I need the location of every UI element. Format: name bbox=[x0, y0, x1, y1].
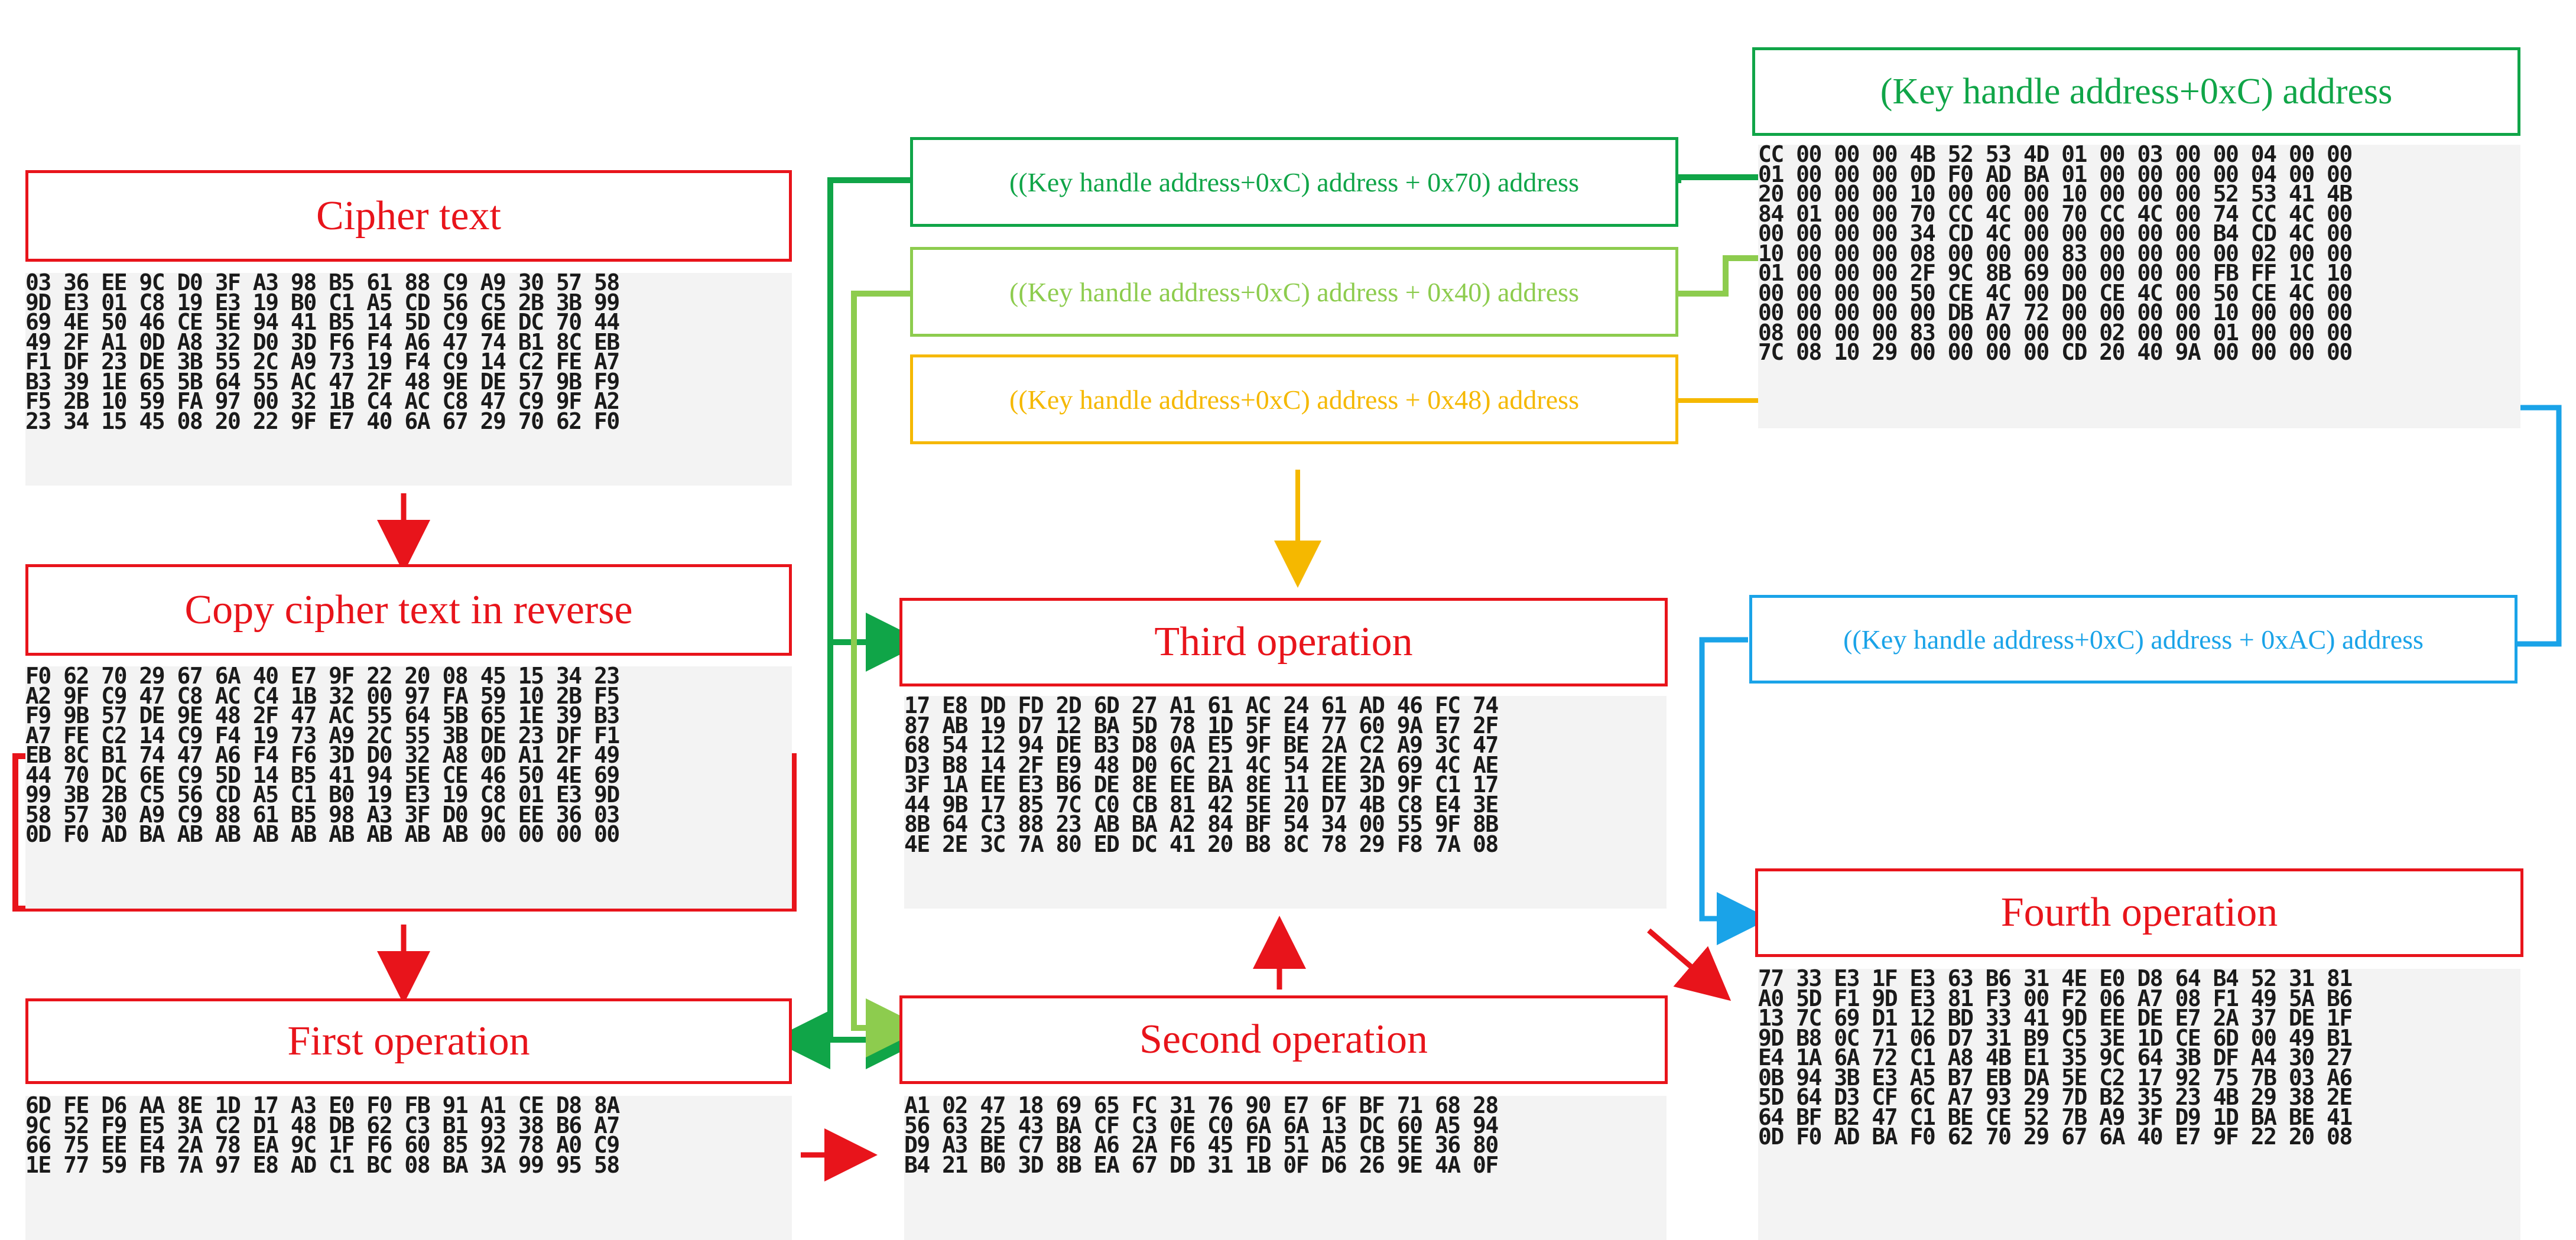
key-handle-ac-label: ((Key handle address+0xC) address + 0xAC… bbox=[1749, 595, 2517, 684]
hex-row: 3F 1A EE E3 B6 DE 8E EE BA 8E 11 EE 3D 9… bbox=[904, 772, 1499, 798]
hex-row: 8B 64 C3 88 23 AB BA A2 84 BF 54 34 00 5… bbox=[904, 811, 1499, 837]
hex-row: 58 57 30 A9 C9 88 61 B5 98 A3 3F D0 9C E… bbox=[25, 801, 620, 828]
hex-row: 44 9B 17 85 7C C0 CB 81 42 5E 20 D7 4B C… bbox=[904, 791, 1499, 818]
arrow-third-to-fourth bbox=[1647, 928, 1732, 1001]
hex-row: 5D 64 D3 CF 6C A7 93 29 7D B2 35 23 4B 2… bbox=[1758, 1084, 2353, 1110]
hex-row: F0 62 70 29 67 6A 40 E7 9F 22 20 08 45 1… bbox=[25, 666, 620, 689]
hex-row: 9D E3 01 C8 19 E3 19 B0 C1 A5 CD 56 C5 2… bbox=[25, 289, 620, 315]
hex-row: A2 9F C9 47 C8 AC C4 1B 32 00 97 FA 59 1… bbox=[25, 682, 620, 709]
hex-row: D3 B8 14 2F E9 48 D0 6C 21 4C 54 2E 2A 6… bbox=[904, 751, 1499, 778]
hex-row: 44 70 DC 6E C9 5D 14 B5 41 94 5E CE 46 5… bbox=[25, 761, 620, 788]
hex-row: 99 3B 2B C5 56 CD A5 C1 B0 19 E3 19 C8 0… bbox=[25, 782, 620, 808]
second-operation-dump: A1 02 47 18 69 65 FC 31 76 90 E7 6F BF 7… bbox=[904, 1096, 1667, 1240]
hex-row: 9D B8 0C 71 06 D7 31 B9 C5 3E 1D CE 6D 0… bbox=[1758, 1024, 2353, 1051]
hex-row: 0B 94 3B E3 A5 B7 EB DA 5E C2 17 92 75 7… bbox=[1758, 1064, 2353, 1091]
hex-row: 4E 2E 3C 7A 80 ED DC 41 20 B8 8C 78 29 F… bbox=[904, 831, 1499, 857]
hex-row: D9 A3 BE C7 B8 A6 2A F6 45 FD 51 A5 CB 5… bbox=[904, 1132, 1499, 1158]
hex-row: 20 00 00 00 10 00 00 00 10 00 00 00 52 5… bbox=[1758, 181, 2353, 207]
first-operation-dump: 6D FE D6 AA 8E 1D 17 A3 E0 F0 FB 91 A1 C… bbox=[25, 1096, 792, 1240]
hex-row: F9 9B 57 DE 9E 48 2F 47 AC 55 64 5B 65 1… bbox=[25, 702, 620, 728]
key-handle-70-label: ((Key handle address+0xC) address + 0x70… bbox=[910, 137, 1678, 227]
hex-row: 66 75 EE E4 2A 78 EA 9C 1F F6 60 85 92 7… bbox=[25, 1132, 620, 1158]
hex-row: F1 DF 23 DE 3B 55 2C A9 73 19 F4 C9 14 C… bbox=[25, 349, 620, 375]
hex-row: 49 2F A1 0D A8 32 D0 3D F6 F4 A6 47 74 B… bbox=[25, 328, 620, 355]
hex-row: A0 5D F1 9D E3 81 F3 00 F2 06 A7 08 F1 4… bbox=[1758, 985, 2353, 1011]
key-handle-40-label: ((Key handle address+0xC) address + 0x40… bbox=[910, 247, 1678, 337]
hex-row: 77 33 E3 1F E3 63 B6 31 4E E0 D8 64 B4 5… bbox=[1758, 969, 2353, 991]
hex-row: F5 2B 10 59 FA 97 00 32 1B C4 AC C8 47 C… bbox=[25, 388, 620, 414]
hex-row: E4 1A 6A 72 C1 A8 4B E1 35 9C 64 3B DF A… bbox=[1758, 1044, 2353, 1070]
key-handle-48-label: ((Key handle address+0xC) address + 0x48… bbox=[910, 354, 1678, 444]
hex-row: A7 FE C2 14 C9 F4 19 73 A9 2C 55 3B DE 2… bbox=[25, 722, 620, 748]
cipher-text-dump: 03 36 EE 9C D0 3F A3 98 B5 61 88 C9 A9 3… bbox=[25, 273, 792, 486]
hex-row: 0D F0 AD BA F0 62 70 29 67 6A 40 E7 9F 2… bbox=[1758, 1124, 2353, 1150]
hex-row: 7C 08 10 29 00 00 00 00 CD 20 40 9A 00 0… bbox=[1758, 339, 2353, 365]
hex-row: B4 21 B0 3D 8B EA 67 DD 31 1B 0F D6 26 9… bbox=[904, 1151, 1499, 1178]
first-operation-label: First operation bbox=[25, 998, 792, 1084]
hex-row: 68 54 12 94 DE B3 D8 0A E5 9F BE 2A C2 A… bbox=[904, 732, 1499, 758]
hex-row: 01 00 00 00 2F 9C 8B 69 00 00 00 00 FB F… bbox=[1758, 260, 2353, 286]
hex-row: 03 36 EE 9C D0 3F A3 98 B5 61 88 C9 A9 3… bbox=[25, 273, 620, 295]
key-handle-dump: CC 00 00 00 4B 52 53 4D 01 00 03 00 00 0… bbox=[1758, 145, 2520, 428]
fourth-operation-label: Fourth operation bbox=[1755, 868, 2523, 957]
hex-row: 00 00 00 00 50 CE 4C 00 D0 CE 4C 00 50 C… bbox=[1758, 279, 2353, 306]
hex-row: 08 00 00 00 83 00 00 00 00 02 00 00 01 0… bbox=[1758, 319, 2353, 346]
hex-row: 1E 77 59 FB 7A 97 E8 AD C1 BC 08 BA 3A 9… bbox=[25, 1151, 620, 1178]
hex-row: A1 02 47 18 69 65 FC 31 76 90 E7 6F BF 7… bbox=[904, 1096, 1499, 1118]
hex-row: CC 00 00 00 4B 52 53 4D 01 00 03 00 00 0… bbox=[1758, 145, 2353, 167]
hex-row: 00 00 00 00 00 DB A7 72 00 00 00 00 10 0… bbox=[1758, 300, 2353, 326]
hex-row: 9C 52 F9 E5 3A C2 D1 48 DB 62 C3 B1 93 3… bbox=[25, 1112, 620, 1138]
fourth-operation-dump: 77 33 E3 1F E3 63 B6 31 4E E0 D8 64 B4 5… bbox=[1758, 969, 2520, 1240]
copy-reverse-label: Copy cipher text in reverse bbox=[25, 564, 792, 656]
connector-key40 bbox=[1678, 255, 1767, 297]
hex-row: 23 34 15 45 08 20 22 9F E7 40 6A 67 29 7… bbox=[25, 408, 620, 434]
hex-row: 13 7C 69 D1 12 BD 33 41 9D EE DE E7 2A 3… bbox=[1758, 1005, 2353, 1031]
hex-row: 69 4E 50 46 CE 5E 94 41 B5 14 5D C9 6E D… bbox=[25, 309, 620, 335]
hex-row: B3 39 1E 65 5B 64 55 AC 47 2F 48 9E DE 5… bbox=[25, 368, 620, 395]
hex-row: 0D F0 AD BA AB AB AB AB AB AB AB AB 00 0… bbox=[25, 821, 620, 847]
third-operation-dump: 17 E8 DD FD 2D 6D 27 A1 61 AC 24 61 AD 4… bbox=[904, 696, 1667, 909]
hex-row: 64 BF B2 47 C1 BE CE 52 7B A9 3F D9 1D B… bbox=[1758, 1104, 2353, 1130]
hex-row: 6D FE D6 AA 8E 1D 17 A3 E0 F0 FB 91 A1 C… bbox=[25, 1096, 620, 1118]
hex-row: 87 AB 19 D7 12 BA 5D 78 1D 5F E4 77 60 9… bbox=[904, 712, 1499, 738]
key-handle-c-label: (Key handle address+0xC) address bbox=[1752, 47, 2520, 136]
hex-row: 84 01 00 00 70 CC 4C 00 70 CC 4C 00 74 C… bbox=[1758, 200, 2353, 227]
hex-row: 00 00 00 00 34 CD 4C 00 00 00 00 00 B4 C… bbox=[1758, 220, 2353, 246]
third-operation-label: Third operation bbox=[899, 598, 1668, 686]
hex-row: 01 00 00 00 0D F0 AD BA 01 00 00 00 00 0… bbox=[1758, 161, 2353, 187]
reverse-dump: F0 62 70 29 67 6A 40 E7 9F 22 20 08 45 1… bbox=[25, 666, 792, 909]
hex-row: 17 E8 DD FD 2D 6D 27 A1 61 AC 24 61 AD 4… bbox=[904, 696, 1499, 718]
cipher-text-label: Cipher text bbox=[25, 170, 792, 262]
hex-row: 10 00 00 00 08 00 00 00 83 00 00 00 00 0… bbox=[1758, 240, 2353, 266]
second-operation-label: Second operation bbox=[899, 995, 1668, 1084]
hex-row: EB 8C B1 74 47 A6 F4 F6 3D D0 32 A8 0D A… bbox=[25, 742, 620, 768]
hex-row: 56 63 25 43 BA CF C3 0E C0 6A 6A 13 DC 6… bbox=[904, 1112, 1499, 1138]
